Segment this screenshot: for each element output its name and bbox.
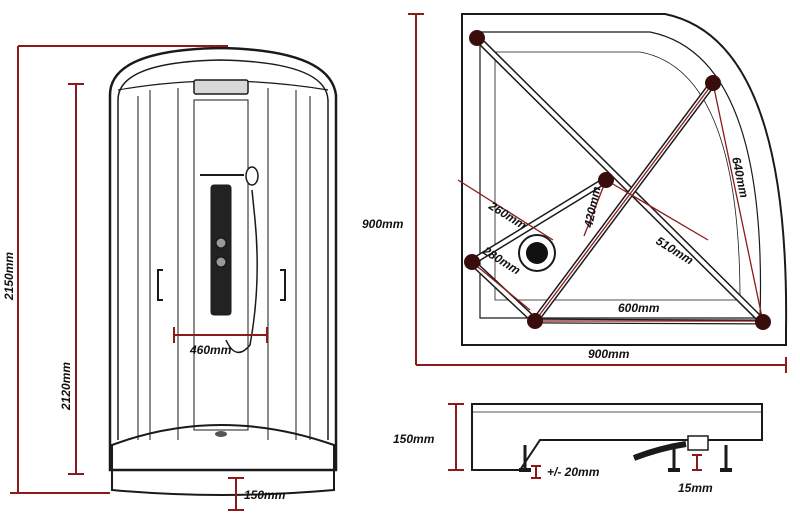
measure-line-260 bbox=[457, 179, 554, 241]
tray-basin-floor bbox=[494, 51, 741, 301]
front-inner-frame bbox=[117, 59, 329, 440]
drain bbox=[215, 431, 227, 437]
adjustable-foot bbox=[469, 30, 485, 46]
adjustable-foot bbox=[464, 254, 480, 270]
label-260: 260mm bbox=[486, 198, 530, 232]
rain-shower-head bbox=[193, 79, 249, 95]
support-tube bbox=[470, 260, 537, 323]
dim-15-label: 15mm bbox=[678, 481, 713, 495]
front-outer-frame bbox=[108, 46, 338, 472]
adjustable-foot bbox=[598, 172, 614, 188]
measure-line-510 bbox=[605, 179, 709, 241]
dim-2120-label: 2120mm bbox=[59, 362, 73, 411]
side-leg-foot bbox=[720, 468, 732, 472]
hand-shower-head bbox=[245, 166, 259, 186]
dim-150-label: 150mm bbox=[244, 488, 286, 502]
dim-900-depth-label: 900mm bbox=[362, 217, 404, 231]
dim-900-width-label: 900mm bbox=[588, 347, 630, 361]
side-leg-foot bbox=[668, 468, 680, 472]
front-tray bbox=[111, 424, 335, 496]
dim-2150-label: 2150mm bbox=[2, 252, 16, 301]
label-600: 600mm bbox=[618, 301, 660, 315]
measure-line-diag bbox=[534, 82, 714, 322]
side-view: 150mm +/- 20mm 15mm bbox=[393, 403, 763, 495]
top-view: 260mm 280mm 420mm 510mm 600mm 640mm 900m… bbox=[362, 13, 788, 373]
adjustable-foot bbox=[755, 314, 771, 330]
tray-inner-basin bbox=[479, 31, 762, 319]
control-knob bbox=[215, 237, 227, 249]
dim-side-150-label: 150mm bbox=[393, 432, 435, 446]
front-view: 2150mm 2120mm 460mm 150mm bbox=[2, 45, 338, 511]
measure-line-280 bbox=[471, 261, 531, 311]
adjustable-foot bbox=[527, 313, 543, 329]
shower-hose bbox=[225, 189, 258, 354]
tray-side-profile bbox=[471, 403, 763, 471]
back-panel bbox=[193, 99, 249, 431]
dim-adjust-label: +/- 20mm bbox=[547, 465, 600, 479]
dim-460-label: 460mm bbox=[189, 343, 232, 357]
support-tube bbox=[470, 178, 608, 264]
drain-hole bbox=[526, 242, 548, 264]
measure-line-640 bbox=[712, 82, 764, 323]
tray-outline bbox=[461, 13, 788, 346]
adjustable-foot bbox=[705, 75, 721, 91]
door-handle-left bbox=[157, 269, 163, 301]
door-handle-right bbox=[280, 269, 286, 301]
waste-trap bbox=[687, 435, 709, 451]
control-knob bbox=[215, 256, 227, 268]
waste-pipe bbox=[632, 441, 687, 461]
shower-column bbox=[210, 184, 232, 316]
support-tube bbox=[475, 36, 765, 324]
side-leg-foot bbox=[519, 468, 531, 472]
measure-line-420 bbox=[583, 179, 607, 237]
